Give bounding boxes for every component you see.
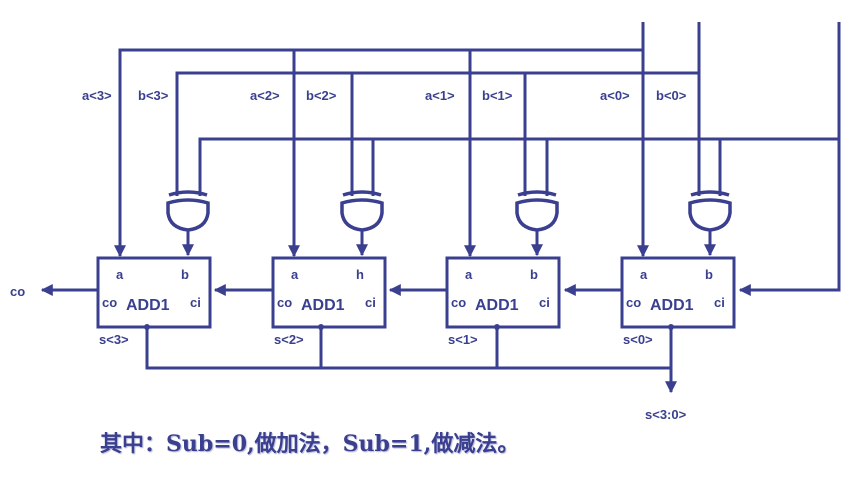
port-b-label: b bbox=[530, 267, 538, 282]
sub-bus-wire bbox=[198, 137, 839, 196]
a-bus-wire bbox=[114, 22, 645, 258]
port-a-label: a bbox=[116, 267, 124, 282]
label-sum-bus: s<3:0> bbox=[645, 407, 687, 422]
adder-name: ADD1 bbox=[475, 297, 519, 314]
port-co-label: co bbox=[626, 295, 641, 310]
label-a2: a<2> bbox=[250, 88, 280, 103]
xor-gate bbox=[166, 190, 210, 257]
s1-dot bbox=[494, 324, 500, 330]
port-a-label: a bbox=[640, 267, 648, 282]
port-a-label: a bbox=[465, 267, 473, 282]
adder-block: a h co ADD1 ci s<2> bbox=[271, 256, 387, 347]
caption: 其中：Sub=0,做加法，Sub=1,做减法。 bbox=[100, 431, 520, 457]
adder-name: ADD1 bbox=[126, 297, 170, 314]
adder-block: a b co ADD1 ci s<3> bbox=[96, 256, 212, 347]
port-ci-label: ci bbox=[365, 295, 376, 310]
adder-name: ADD1 bbox=[650, 297, 694, 314]
port-co-label: co bbox=[277, 295, 292, 310]
s0-dot bbox=[668, 324, 674, 330]
sum-label: s<3> bbox=[99, 332, 129, 347]
port-b-label: b bbox=[181, 267, 189, 282]
label-a0: a<0> bbox=[600, 88, 630, 103]
port-co-label: co bbox=[102, 295, 117, 310]
port-b-label: b bbox=[705, 267, 713, 282]
sum-label: s<0> bbox=[623, 332, 653, 347]
xor-gate bbox=[688, 190, 732, 257]
port-ci-label: ci bbox=[714, 295, 725, 310]
xor-gate bbox=[340, 190, 384, 257]
s3-dot bbox=[144, 324, 150, 330]
port-a-label: a bbox=[291, 267, 299, 282]
port-ci-label: ci bbox=[539, 295, 550, 310]
port-co-label: co bbox=[451, 295, 466, 310]
port-ci-label: ci bbox=[190, 295, 201, 310]
sum-bus-wire bbox=[145, 327, 671, 370]
label-b0: b<0> bbox=[656, 88, 687, 103]
sum-label: s<2> bbox=[274, 332, 304, 347]
xor-gate bbox=[515, 190, 559, 257]
label-carry-out: co bbox=[10, 284, 25, 299]
s2-dot bbox=[318, 324, 324, 330]
label-b1: b<1> bbox=[482, 88, 513, 103]
sub-wire bbox=[738, 22, 841, 296]
adder-block: a b co ADD1 ci s<0> bbox=[620, 256, 736, 347]
sum-label: s<1> bbox=[448, 332, 478, 347]
label-a3: a<3> bbox=[82, 88, 112, 103]
label-b2: b<2> bbox=[306, 88, 337, 103]
adder-name: ADD1 bbox=[301, 297, 345, 314]
label-b3: b<3> bbox=[138, 88, 169, 103]
label-a1: a<1> bbox=[425, 88, 455, 103]
port-b-label: h bbox=[356, 267, 364, 282]
b-bus-wire bbox=[175, 22, 701, 196]
adder-block: a b co ADD1 ci s<1> bbox=[445, 256, 561, 347]
